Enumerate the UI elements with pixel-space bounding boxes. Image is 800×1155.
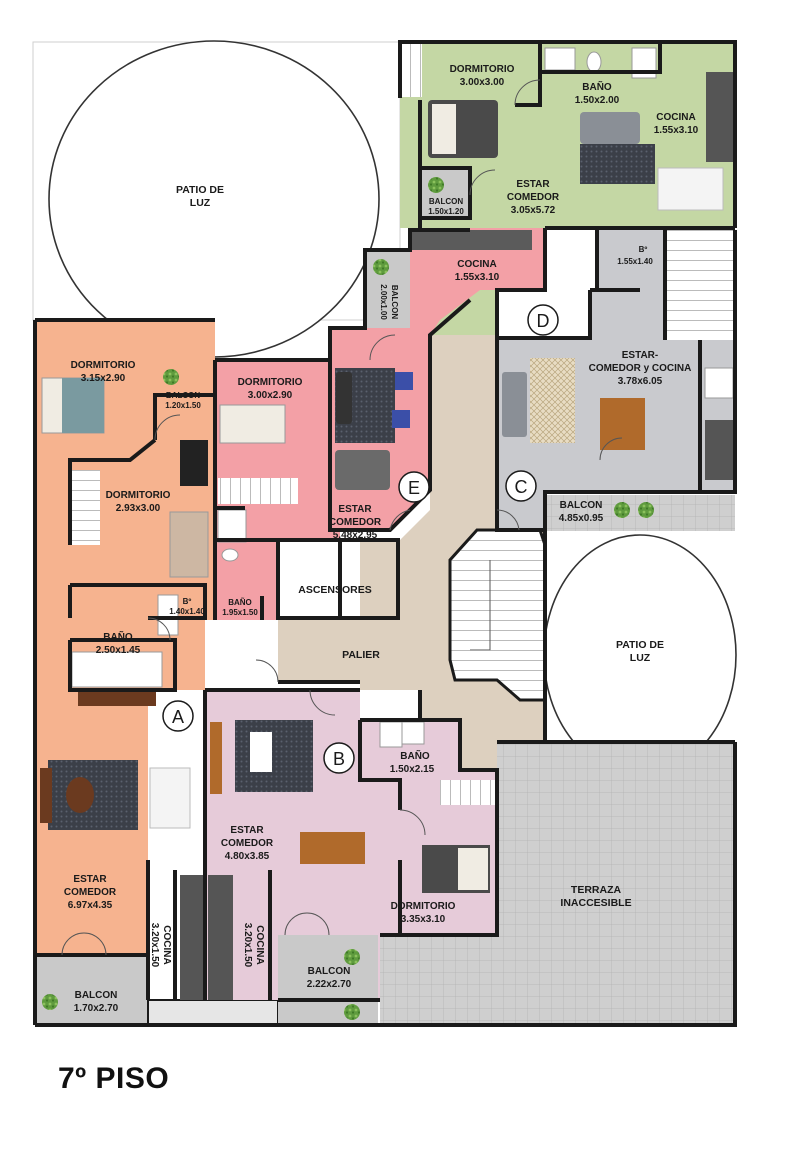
unit-b-balcon-area [278, 935, 378, 1025]
unit-marker-a: A [162, 700, 194, 732]
unit-marker-e: E [398, 471, 430, 503]
patio-label-2: LUZ [190, 197, 211, 209]
e-balcon-name: BALCON [390, 285, 399, 319]
unit-label-e: E [408, 478, 420, 498]
unit-d-closet [400, 42, 422, 97]
unit-label-a: A [172, 707, 184, 727]
d-estar-l2: COMEDOR [507, 192, 560, 203]
d-balcon-size: 1.50x1.20 [428, 207, 464, 216]
unit-marker-c: C [505, 470, 537, 502]
patio-right-label-2: LUZ [630, 652, 651, 664]
a-estar-l2: COMEDOR [64, 887, 117, 898]
ascensores-label: ASCENSORES [298, 584, 372, 596]
unit-marker-b: B [323, 742, 355, 774]
b-cocina-size: 3.20x1.50 [242, 923, 253, 968]
e-estar-l1: ESTAR [338, 504, 372, 515]
c-estar-size: 3.78x6.05 [618, 376, 663, 387]
a-estar-l1: ESTAR [73, 874, 107, 885]
d-dormitorio-size: 3.00x3.00 [460, 77, 505, 88]
c-estar-l1: ESTAR- [622, 350, 658, 361]
e-bano-name: BAÑO [228, 598, 252, 607]
b-estar-l2: COMEDOR [221, 838, 274, 849]
a-bano-size: 2.50x1.45 [96, 645, 141, 656]
walls [33, 40, 737, 1027]
a-dormitorio2-name: DORMITORIO [106, 490, 171, 501]
unit-d-balcon-area [422, 170, 470, 218]
a-dormitorio1-size: 3.15x2.90 [81, 373, 126, 384]
c-bano-name: Bº [639, 245, 648, 254]
a-cocina-name: COCINA [161, 925, 172, 964]
palier-label: PALIER [342, 649, 380, 661]
b-dormitorio-name: DORMITORIO [391, 901, 456, 912]
terraza-inaccesible [380, 742, 735, 1025]
a-cocina-size: 3.20x1.50 [149, 923, 160, 968]
room-labels: PATIO DE LUZ PATIO DE LUZ DORMITORIO 3.0… [64, 64, 699, 1014]
e-estar-l2: COMEDOR [329, 517, 382, 528]
b-balcon-size: 2.22x2.70 [307, 979, 352, 990]
a-bano-small-name: Bº [183, 597, 192, 606]
stairwell [448, 528, 547, 702]
floor-title: 7º PISO [58, 1062, 170, 1095]
c-estar-l2: COMEDOR y COCINA [589, 363, 692, 374]
unit-label-b: B [333, 749, 345, 769]
b-bano-name: BAÑO [400, 749, 430, 762]
unit-marker-d: D [527, 304, 559, 336]
d-bano-name: BAÑO [582, 80, 612, 93]
c-bano-size: 1.55x1.40 [617, 257, 653, 266]
unit-label-c: C [515, 477, 528, 497]
a-dormitorio1-name: DORMITORIO [71, 360, 136, 371]
b-bano-size: 1.50x2.15 [390, 764, 435, 775]
c-balcon-name: BALCON [560, 500, 603, 511]
d-dormitorio-name: DORMITORIO [450, 64, 515, 75]
e-estar-size: 5.48x2.95 [333, 530, 378, 541]
a-bano-name: BAÑO [103, 630, 133, 643]
d-cocina-size: 1.55x3.10 [654, 125, 699, 136]
a-balcon-small-size: 1.20x1.50 [165, 401, 201, 410]
e-dormitorio-size: 3.00x2.90 [248, 390, 293, 401]
patio-right-label-1: PATIO DE [616, 639, 664, 651]
a-estar-size: 6.97x4.35 [68, 900, 113, 911]
b-estar-l1: ESTAR [230, 825, 264, 836]
a-balcon-small-name: BALCON [166, 391, 200, 400]
d-estar-l1: ESTAR [516, 179, 550, 190]
patio-label-1: PATIO DE [176, 184, 224, 196]
door-swings [61, 79, 623, 956]
a-balcon-size: 1.70x2.70 [74, 1003, 119, 1014]
terraza-label-1: TERRAZA [571, 884, 622, 896]
e-dormitorio-name: DORMITORIO [238, 377, 303, 388]
b-estar-size: 4.80x3.85 [225, 851, 270, 862]
a-balcon-name: BALCON [75, 990, 118, 1001]
b-dormitorio-size: 3.35x3.10 [401, 914, 446, 925]
unit-a-planter [147, 999, 279, 1026]
furniture [40, 47, 734, 1000]
a-bano-small-size: 1.40x1.40 [169, 607, 205, 616]
e-cocina-size: 1.55x3.10 [455, 272, 500, 283]
b-cocina-name: COCINA [254, 925, 265, 964]
unit-label-d: D [537, 311, 550, 331]
a-dormitorio2-size: 2.93x3.00 [116, 503, 161, 514]
d-cocina-name: COCINA [656, 112, 695, 123]
d-estar-size: 3.05x5.72 [511, 205, 556, 216]
c-balcon-size: 4.85x0.95 [559, 513, 604, 524]
patio-de-luz-top-left [48, 40, 380, 358]
e-bano-size: 1.95x1.50 [222, 608, 258, 617]
d-bano-size: 1.50x2.00 [575, 95, 620, 106]
e-balcon-size: 2.00x1.00 [379, 284, 388, 320]
terraza-label-2: INACCESIBLE [560, 897, 631, 909]
plants [42, 177, 654, 1020]
unit-e-stairs [218, 478, 298, 504]
unit-b-closet [440, 780, 495, 805]
unit-markers: D E C A B [162, 304, 559, 774]
b-balcon-name: BALCON [308, 966, 351, 977]
unit-a-balcon-area [37, 955, 147, 1025]
d-balcon-name: BALCON [429, 197, 463, 206]
e-cocina-name: COCINA [457, 259, 496, 270]
unit-a-stairs [72, 470, 100, 545]
unit-c-stairs [665, 230, 735, 340]
